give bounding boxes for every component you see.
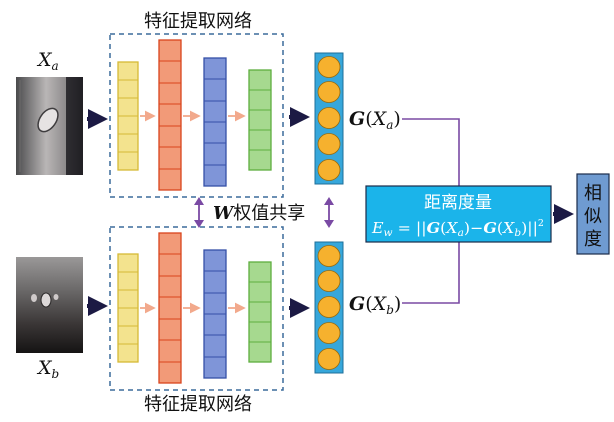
top-network-title: 特征提取网络 xyxy=(144,11,252,32)
top-layer-stack-2 xyxy=(158,39,182,191)
top-layer-stack-4 xyxy=(248,69,272,171)
top-layer-stack-1 xyxy=(117,61,139,171)
bottom-layer-stack-4 xyxy=(248,261,272,363)
input-image-b xyxy=(16,257,83,353)
bottom-network-title: 特征提取网络 xyxy=(144,394,252,415)
distance-metric-title: 距离度量 xyxy=(424,193,492,213)
input-image-a xyxy=(16,77,83,175)
weight-share-arrowhead-left-up xyxy=(194,197,204,205)
similarity-box xyxy=(576,173,610,255)
weight-share-label: W权值共享 xyxy=(213,203,305,224)
feature-vector-b xyxy=(314,241,344,374)
top-layer-stack-3 xyxy=(203,57,227,187)
connector-a-to-distance xyxy=(402,118,460,186)
weight-share-arrowhead-left-down xyxy=(194,220,204,228)
top-network-box xyxy=(109,33,284,198)
weight-share-arrowhead-right-up xyxy=(324,197,334,205)
bottom-layer-stack-1 xyxy=(117,253,139,363)
input-label-a: Xa xyxy=(36,49,59,73)
bottom-layer-stack-3 xyxy=(203,249,227,379)
bottom-layer-stack-2 xyxy=(158,232,182,384)
feature-vector-a xyxy=(314,52,344,185)
output-label-a: G(Xa) xyxy=(349,108,401,132)
input-label-b: Xb xyxy=(36,357,59,381)
similarity-char-3: 度 xyxy=(584,229,602,250)
similarity-char-2: 似 xyxy=(584,206,602,227)
connector-b-to-distance xyxy=(402,242,460,304)
weight-share-arrowhead-right-down xyxy=(324,220,334,228)
output-label-b: G(Xb) xyxy=(349,293,401,317)
distance-metric-box xyxy=(365,185,552,243)
similarity-char-1: 相 xyxy=(584,183,602,204)
distance-metric-formula: Ew = ||G(Xa)−G(Xb)||2 xyxy=(371,219,544,239)
bottom-network-box xyxy=(109,226,284,391)
